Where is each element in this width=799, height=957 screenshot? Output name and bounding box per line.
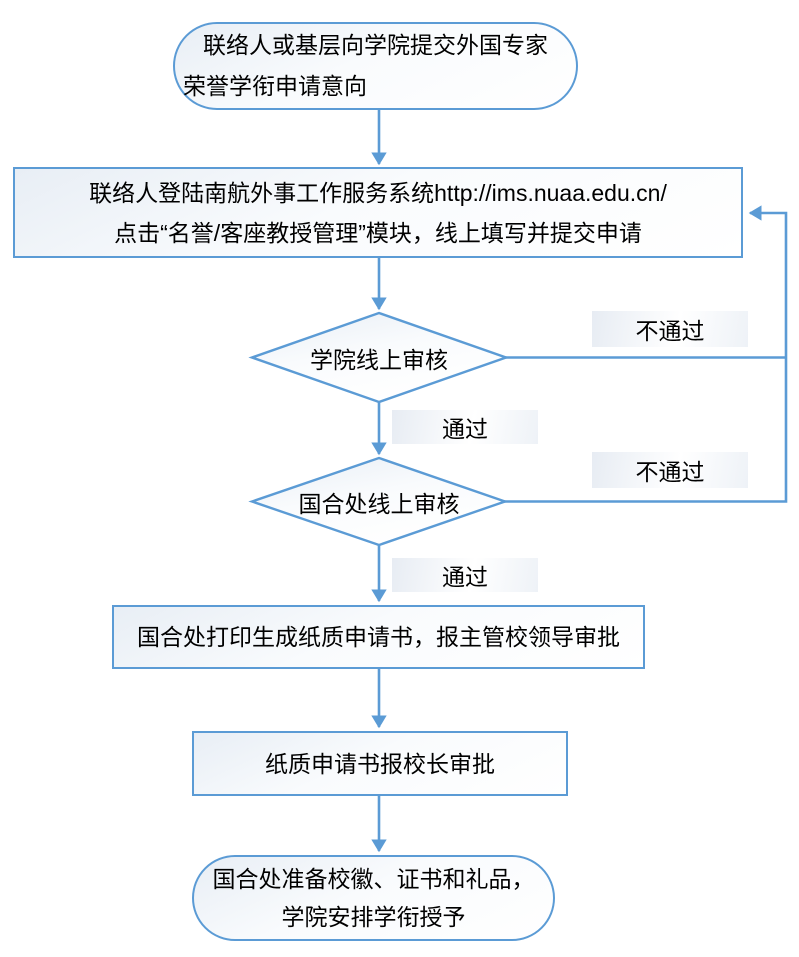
edge-label-college-pass: 通过 — [392, 410, 538, 444]
login-system-node-line2: 点击“名誉/客座教授管理”模块，线上填写并提交申请 — [114, 219, 642, 246]
login-system-node-line1: 联络人登陆南航外事工作服务系统http://ims.nuaa.edu.cn/ — [89, 179, 667, 206]
finish-node-line2: 学院安排学衔授予 — [281, 904, 466, 930]
edge-label-college-fail: 不通过 — [592, 311, 748, 347]
edge-label-intl-pass: 通过 — [392, 558, 538, 592]
edge-label-intl-fail: 不通过 — [592, 452, 748, 488]
start-node-line2: 荣誉学衔申请意向 — [183, 73, 367, 99]
president-approval-node-label: 纸质申请书报校长审批 — [265, 750, 495, 777]
start-node-line1: 联络人或基层向学院提交外国专家 — [203, 32, 548, 58]
college-review-diamond-shape — [248, 311, 510, 404]
intl-office-review-diamond-label: 国合处线上审核 — [298, 491, 460, 517]
print-approval-node: 国合处打印生成纸质申请书，报主管校领导审批 — [112, 605, 645, 669]
finish-node: 国合处准备校徽、证书和礼品， 学院安排学衔授予 — [192, 855, 555, 941]
finish-node-line1: 国合处准备校徽、证书和礼品， — [212, 866, 535, 892]
college-review-diamond-label: 学院线上审核 — [310, 346, 448, 373]
print-approval-node-label: 国合处打印生成纸质申请书，报主管校领导审批 — [137, 624, 620, 650]
intl-office-review-diamond-shape — [248, 456, 509, 547]
line-intl-fail-loop — [504, 205, 788, 503]
president-approval-node: 纸质申请书报校长审批 — [192, 731, 568, 796]
start-node: 联络人或基层向学院提交外国专家 荣誉学衔申请意向 — [173, 22, 578, 110]
login-system-node: 联络人登陆南航外事工作服务系统http://ims.nuaa.edu.cn/ 点… — [13, 167, 743, 258]
